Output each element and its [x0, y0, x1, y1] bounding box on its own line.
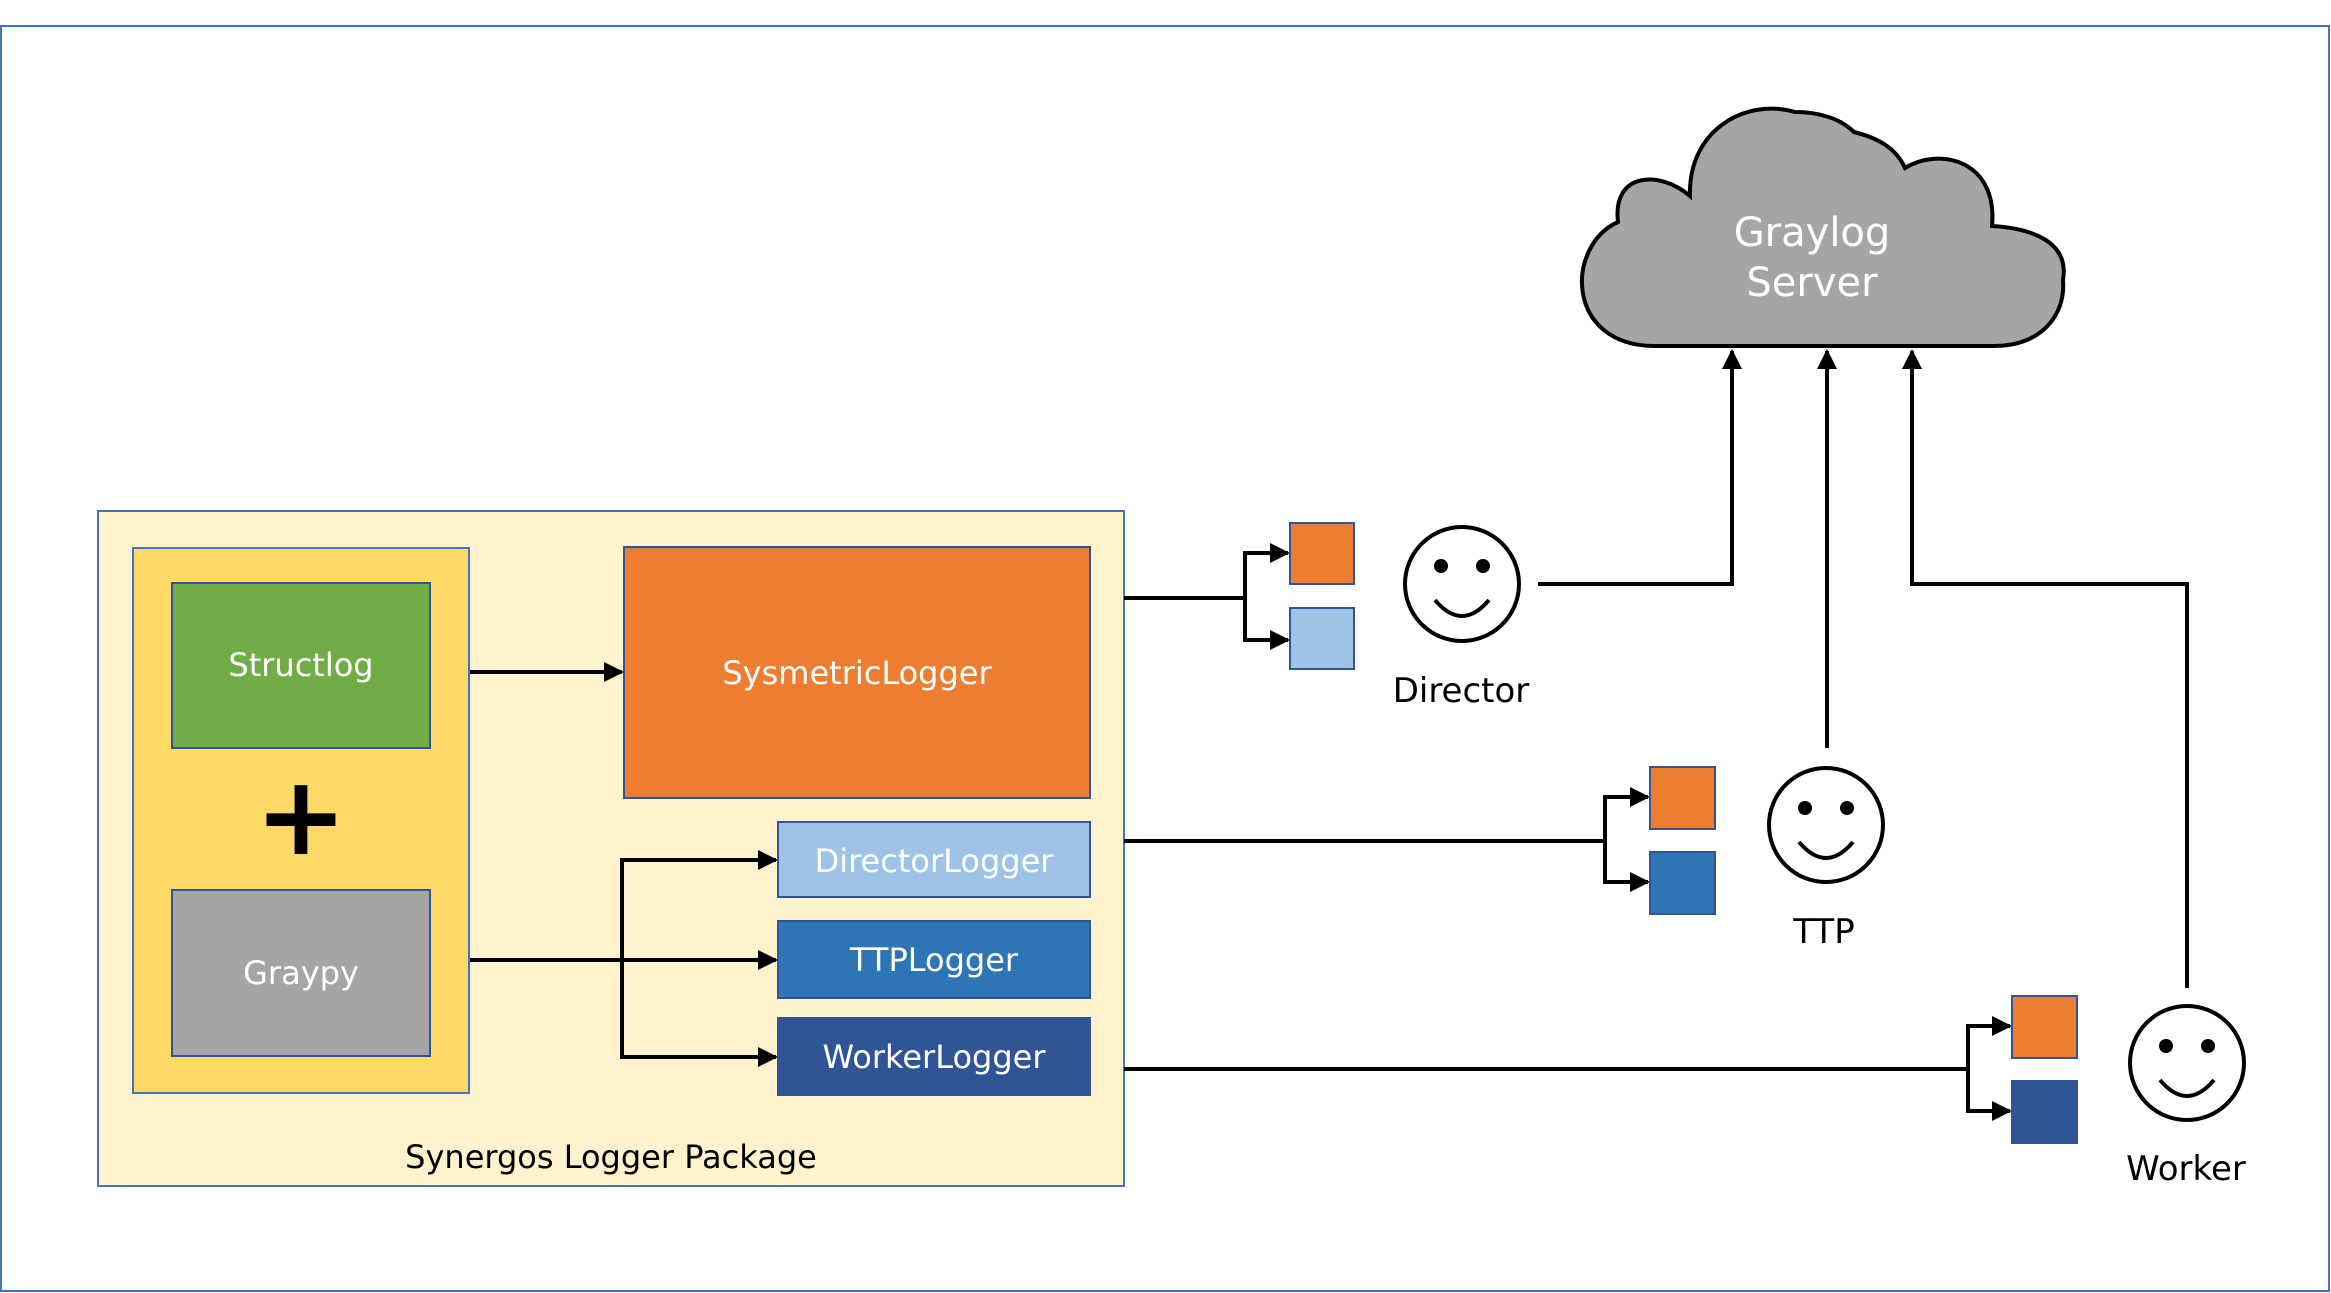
sysmetric-logger-box	[623, 546, 1091, 799]
director-smiley-face-icon	[1403, 525, 1521, 643]
ttp-logger-box	[777, 920, 1091, 999]
worker-logger-box	[777, 1017, 1091, 1096]
director-to-server-arrow	[1538, 349, 1742, 586]
director-connectors	[1124, 349, 1742, 650]
sysmetric-logger-label: SysmetricLogger	[722, 654, 992, 692]
ttp-smiley-face-icon	[1767, 766, 1885, 884]
package-label: Synergos Logger Package	[405, 1138, 817, 1176]
director-logger-square	[1289, 607, 1355, 670]
structlog-label: Structlog	[228, 646, 373, 684]
graypy-label: Graypy	[243, 954, 359, 992]
worker-logger-label: WorkerLogger	[822, 1038, 1046, 1076]
worker-label: Worker	[2126, 1149, 2246, 1189]
worker-to-server-arrow	[1902, 349, 2189, 988]
director-label: Director	[1393, 671, 1530, 711]
director-logger-box	[777, 821, 1091, 898]
worker-logger-square	[2011, 1080, 2078, 1144]
ttp-label: TTP	[1792, 912, 1854, 952]
cloud-icon	[1579, 106, 2066, 348]
worker-connectors	[1124, 349, 2189, 1121]
ttp-logger-label: TTPLogger	[849, 941, 1019, 979]
server-label-line1: Graylog	[1734, 210, 1891, 256]
ttp-logger-square	[1649, 851, 1716, 915]
ttp-sysmetric-square	[1649, 766, 1716, 830]
worker-smiley-face-icon	[2128, 1004, 2246, 1122]
structlog-box	[171, 582, 431, 749]
server-label-line2: Server	[1746, 260, 1878, 306]
branch-to-director-logger-arrow	[620, 850, 778, 960]
plus-sign: +	[255, 752, 347, 880]
ttp-connectors	[1124, 349, 1837, 892]
director-sysmetric-square	[1289, 522, 1355, 585]
branch-to-worker-logger-arrow	[620, 960, 778, 1067]
worker-sysmetric-square	[2011, 995, 2078, 1059]
director-logger-label: DirectorLogger	[815, 842, 1055, 880]
internal-connectors	[470, 662, 778, 1067]
graypy-box	[171, 889, 431, 1057]
